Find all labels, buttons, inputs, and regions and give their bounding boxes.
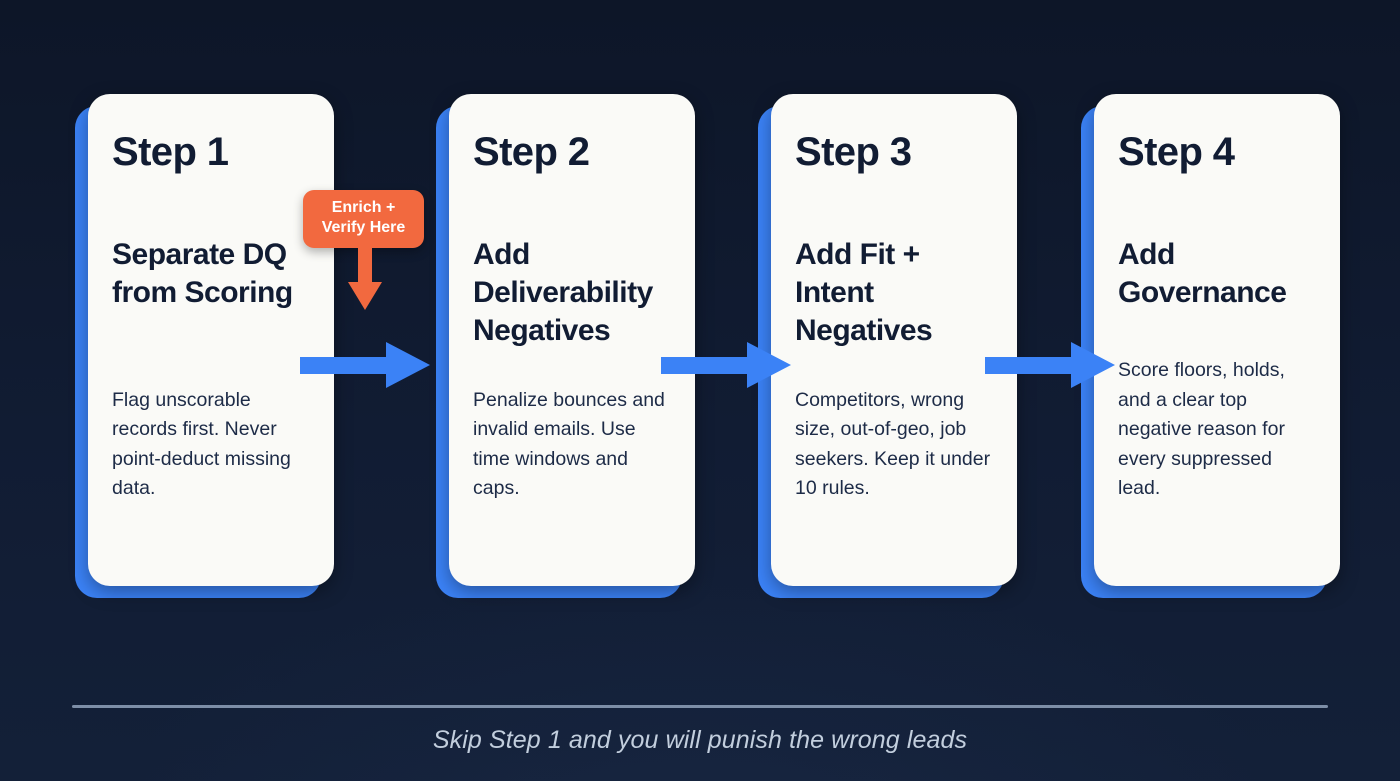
footer-caption: Skip Step 1 and you will punish the wron… <box>432 726 968 754</box>
card-surface-4: Step 4 Add Governance Score floors, hold… <box>1094 94 1340 586</box>
arrow-shaft <box>300 357 390 374</box>
arrow-shaft <box>985 357 1075 374</box>
step-body-2: Penalize bounces and invalid emails. Use… <box>473 388 665 500</box>
footer-divider <box>72 705 1328 708</box>
callout-arrow-down-icon-stem <box>358 242 372 284</box>
step-label-1: Step 1 <box>112 130 229 174</box>
step-label-2: Step 2 <box>473 130 590 174</box>
step-card-4: Step 4 Add Governance Score floors, hold… <box>1081 94 1340 598</box>
arrow-head <box>1071 342 1115 388</box>
step-title-2: Add Deliverability Negatives <box>473 238 653 347</box>
card-surface-1: Step 1 Separate DQ from Scoring Flag uns… <box>88 94 334 586</box>
flow-arrow-right-icon-1 <box>300 342 430 388</box>
card-surface-2: Step 2 Add Deliverability Negatives Pena… <box>449 94 695 586</box>
step-title-4: Add Governance <box>1118 238 1287 309</box>
arrow-head <box>747 342 791 388</box>
step-body-1: Flag unscorable records first. Never poi… <box>112 388 291 500</box>
step-title-1: Separate DQ from Scoring <box>112 238 293 309</box>
enrich-verify-callout: Enrich + Verify Here <box>303 190 424 310</box>
flow-arrow-right-icon-3 <box>985 342 1115 388</box>
callout-label: Enrich + Verify Here <box>303 190 424 248</box>
step-card-2: Step 2 Add Deliverability Negatives Pena… <box>436 94 695 598</box>
card-surface-3: Step 3 Add Fit + Intent Negatives Compet… <box>771 94 1017 586</box>
step-body-4: Score floors, holds, and a clear top neg… <box>1118 358 1285 500</box>
step-label-4: Step 4 <box>1118 130 1235 174</box>
arrow-shaft <box>661 357 751 374</box>
step-card-3: Step 3 Add Fit + Intent Negatives Compet… <box>758 94 1017 598</box>
step-body-3: Competitors, wrong size, out-of-geo, job… <box>795 388 991 500</box>
step-label-3: Step 3 <box>795 130 912 174</box>
arrow-head <box>386 342 430 388</box>
flow-arrow-right-icon-2 <box>661 342 791 388</box>
step-title-3: Add Fit + Intent Negatives <box>795 238 933 347</box>
callout-arrow-down-icon-head <box>348 282 382 310</box>
step-card-1: Step 1 Separate DQ from Scoring Flag uns… <box>75 94 334 598</box>
